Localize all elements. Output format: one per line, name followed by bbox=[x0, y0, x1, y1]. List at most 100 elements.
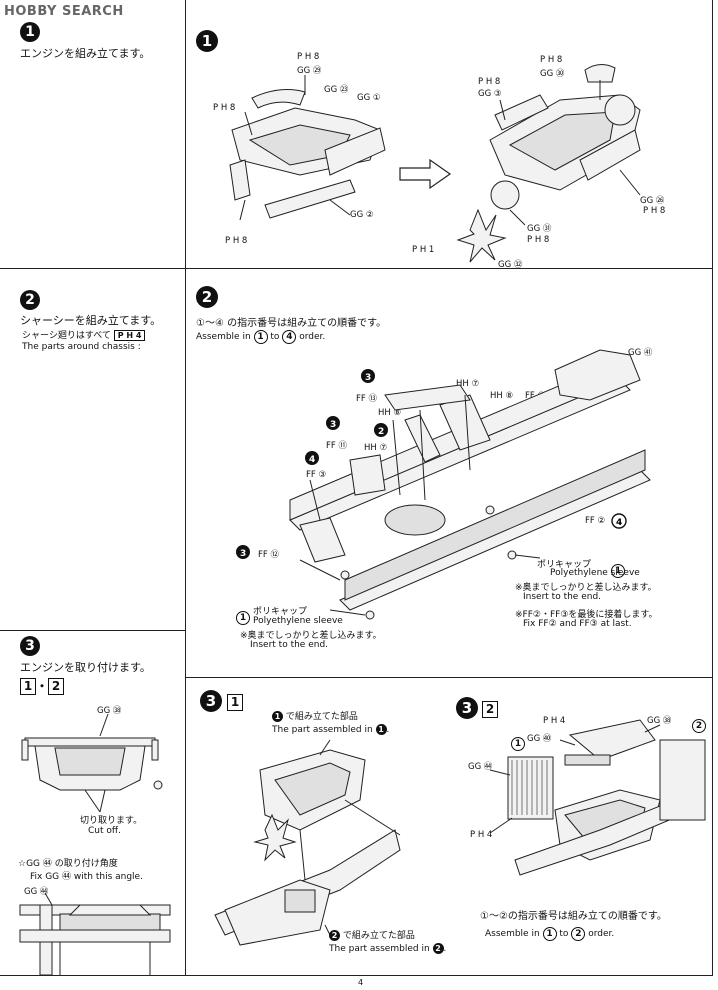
s2-insert-left-jp: ※奥までしっかりと差し込みます。 bbox=[240, 631, 382, 641]
bottom-border bbox=[0, 975, 713, 976]
arrow-icon bbox=[399, 158, 452, 190]
step-1-text: エンジンを組み立てます。 bbox=[20, 47, 151, 60]
s2-sleeve-right-marker: 1 bbox=[611, 558, 625, 578]
s2-insert-left-en: Insert to the end. bbox=[250, 640, 329, 650]
s3b-label-gg44: GG ㊹ bbox=[468, 762, 493, 772]
s2-sleeve-left-jp: ポリキャップ bbox=[253, 607, 308, 617]
s3b-marker-2: 2 bbox=[692, 713, 706, 733]
part-ph4: P H 4 bbox=[113, 330, 146, 341]
s2-last-en: Fix FF② and FF③ at last. bbox=[523, 619, 632, 629]
s2-label-hh8b: HH ⑧ bbox=[378, 408, 402, 418]
s3b-sub: 2 bbox=[482, 698, 498, 718]
s2-order-pre: Assemble in bbox=[196, 332, 251, 342]
s2-label-ff12: FF ⑫ bbox=[258, 550, 279, 560]
s2-sleeve-left-marker: 1 bbox=[236, 605, 250, 625]
s3a-c2-jp: 2 で組み立てた部品 bbox=[329, 928, 415, 941]
s2-sleeve-left-en: Polyethylene sleeve bbox=[253, 616, 343, 626]
s2-sleeve-right-en: Polyethylene sleeve bbox=[550, 568, 640, 578]
cut-en: Cut off. bbox=[88, 826, 121, 836]
s2-insert-right-en: Insert to the end. bbox=[523, 592, 602, 602]
s2-order-mid: to bbox=[270, 332, 280, 342]
s3b-order-pre: Assemble in bbox=[485, 929, 540, 939]
svg-text:3: 3 bbox=[365, 373, 371, 383]
step-2-note-en: The parts around chassis : bbox=[22, 342, 141, 352]
svg-text:2: 2 bbox=[378, 427, 384, 437]
s3a-c2-en-text: The part assembled in bbox=[329, 944, 430, 954]
s1-label-gg1: GG ① bbox=[357, 93, 381, 103]
s2-chassis-diagram: 3 3 2 4 3 4 bbox=[236, 349, 651, 620]
s3b-label-ph4b: P H 4 bbox=[470, 830, 493, 840]
s2-label-ff11: FF ⑪ bbox=[326, 441, 347, 451]
s2-order-jp: ①～④ の指示番号は組み立ての順番です。 bbox=[196, 318, 387, 329]
angle-en: Fix GG ㊹ with this angle. bbox=[30, 872, 143, 882]
s1-label-ph8a: P H 8 bbox=[297, 52, 320, 62]
s2-label-ff13: FF ⑬ bbox=[356, 394, 377, 404]
svg-text:4: 4 bbox=[309, 455, 315, 465]
step-2-note: シャーシ廻りはすべて P H 4 bbox=[22, 328, 146, 341]
page-number: 4 bbox=[358, 978, 364, 987]
column-divider bbox=[185, 0, 186, 975]
s3a-c1-jp: 1 で組み立てた部品 bbox=[272, 709, 358, 722]
s1-label-gg29: GG ㉙ bbox=[297, 66, 322, 76]
s2-label-hh7a: HH ⑦ bbox=[456, 379, 480, 389]
s3a-sub-box: 1 bbox=[227, 694, 243, 711]
s3a-sub: 1 bbox=[227, 691, 243, 711]
s1-label-ph8g: P H 8 bbox=[527, 235, 550, 245]
s1-label-ph1: P H 1 bbox=[412, 245, 435, 255]
s2-number: 2 bbox=[196, 286, 218, 308]
s3b-order-jp: ①～②の指示番号は組み立ての順番です。 bbox=[480, 911, 667, 922]
s1-engine-diagram-b bbox=[456, 64, 641, 263]
s3b-label-gg38: GG ㊳ bbox=[647, 716, 672, 726]
right-border bbox=[712, 0, 713, 975]
step-3-subs: 1・2 bbox=[20, 677, 65, 695]
s1-label-gg32: GG ㉜ bbox=[498, 260, 523, 270]
s2-sleeve-right-jp: ポリキャップ bbox=[537, 560, 592, 570]
s3b-order-post: order. bbox=[588, 929, 615, 939]
row-divider-2a bbox=[0, 630, 186, 631]
s2-order-en: Assemble in 1 to 4 order. bbox=[196, 330, 326, 344]
sub-2: 2 bbox=[48, 678, 65, 695]
s3a-c1-jp-text: で組み立てた部品 bbox=[285, 712, 358, 722]
s1-number: 1 bbox=[196, 30, 218, 52]
s1-label-gg30: GG ㉚ bbox=[540, 69, 565, 79]
s3b-label-gg40: GG ㊵ bbox=[527, 734, 552, 744]
row-divider-1 bbox=[0, 268, 713, 269]
s1-label-ph8d: P H 8 bbox=[540, 55, 563, 65]
s2-insert-right-jp: ※奥までしっかりと差し込みます。 bbox=[515, 583, 657, 593]
sub-1: 1 bbox=[20, 678, 36, 695]
s1-label-ph8e: P H 8 bbox=[478, 77, 501, 87]
s2-label-hh7b: HH ⑦ bbox=[364, 443, 388, 453]
angle-jp: ☆GG ㊹ の取り付け角度 bbox=[18, 859, 118, 869]
s3b-order-en: Assemble in 1 to 2 order. bbox=[485, 927, 615, 941]
s2-label-ff2: FF ② bbox=[585, 516, 606, 526]
step-3-number: 3 bbox=[20, 636, 40, 656]
s2-label-ff3: FF ③ bbox=[306, 470, 327, 480]
cutoff-diagram bbox=[19, 713, 171, 976]
s1-label-gg3: GG ③ bbox=[478, 89, 502, 99]
s1-label-gg26: GG ㉖ bbox=[640, 196, 665, 206]
s3a-c1-en-text: The part assembled in bbox=[272, 725, 373, 735]
s1-label-ph8c: P H 8 bbox=[225, 236, 248, 246]
s3a-c2-jp-text: で組み立てた部品 bbox=[342, 931, 415, 941]
s3a-number: 3 bbox=[200, 690, 222, 712]
s2-label-gg41: GG ㊶ bbox=[628, 348, 653, 358]
s3b-marker-1: 1 bbox=[511, 731, 525, 751]
step-3-text: エンジンを取り付けます。 bbox=[20, 661, 151, 674]
svg-text:3: 3 bbox=[330, 420, 336, 430]
row-divider-2b bbox=[185, 677, 713, 678]
s3a-c2-en: The part assembled in 2. bbox=[329, 943, 447, 954]
cut-jp: 切り取ります。 bbox=[80, 816, 143, 826]
logo-text: HOBBY SEARCH bbox=[4, 4, 124, 19]
s3a-c1-en: The part assembled in 1. bbox=[272, 724, 390, 735]
s2-last-jp: ※FF②・FF③を最後に接着します。 bbox=[515, 610, 658, 620]
s3b-sub-box: 2 bbox=[482, 701, 498, 718]
s3b-number: 3 bbox=[456, 697, 478, 719]
svg-text:3: 3 bbox=[240, 549, 246, 559]
s1-label-gg31: GG ㉛ bbox=[527, 224, 552, 234]
logo: HOBBY SEARCH bbox=[4, 4, 124, 19]
s2-label-hh8a: HH ⑧ bbox=[490, 391, 514, 401]
step-2-text: シャーシーを組み立てます。 bbox=[20, 314, 162, 327]
s1-label-ph8f: P H 8 bbox=[643, 206, 666, 216]
